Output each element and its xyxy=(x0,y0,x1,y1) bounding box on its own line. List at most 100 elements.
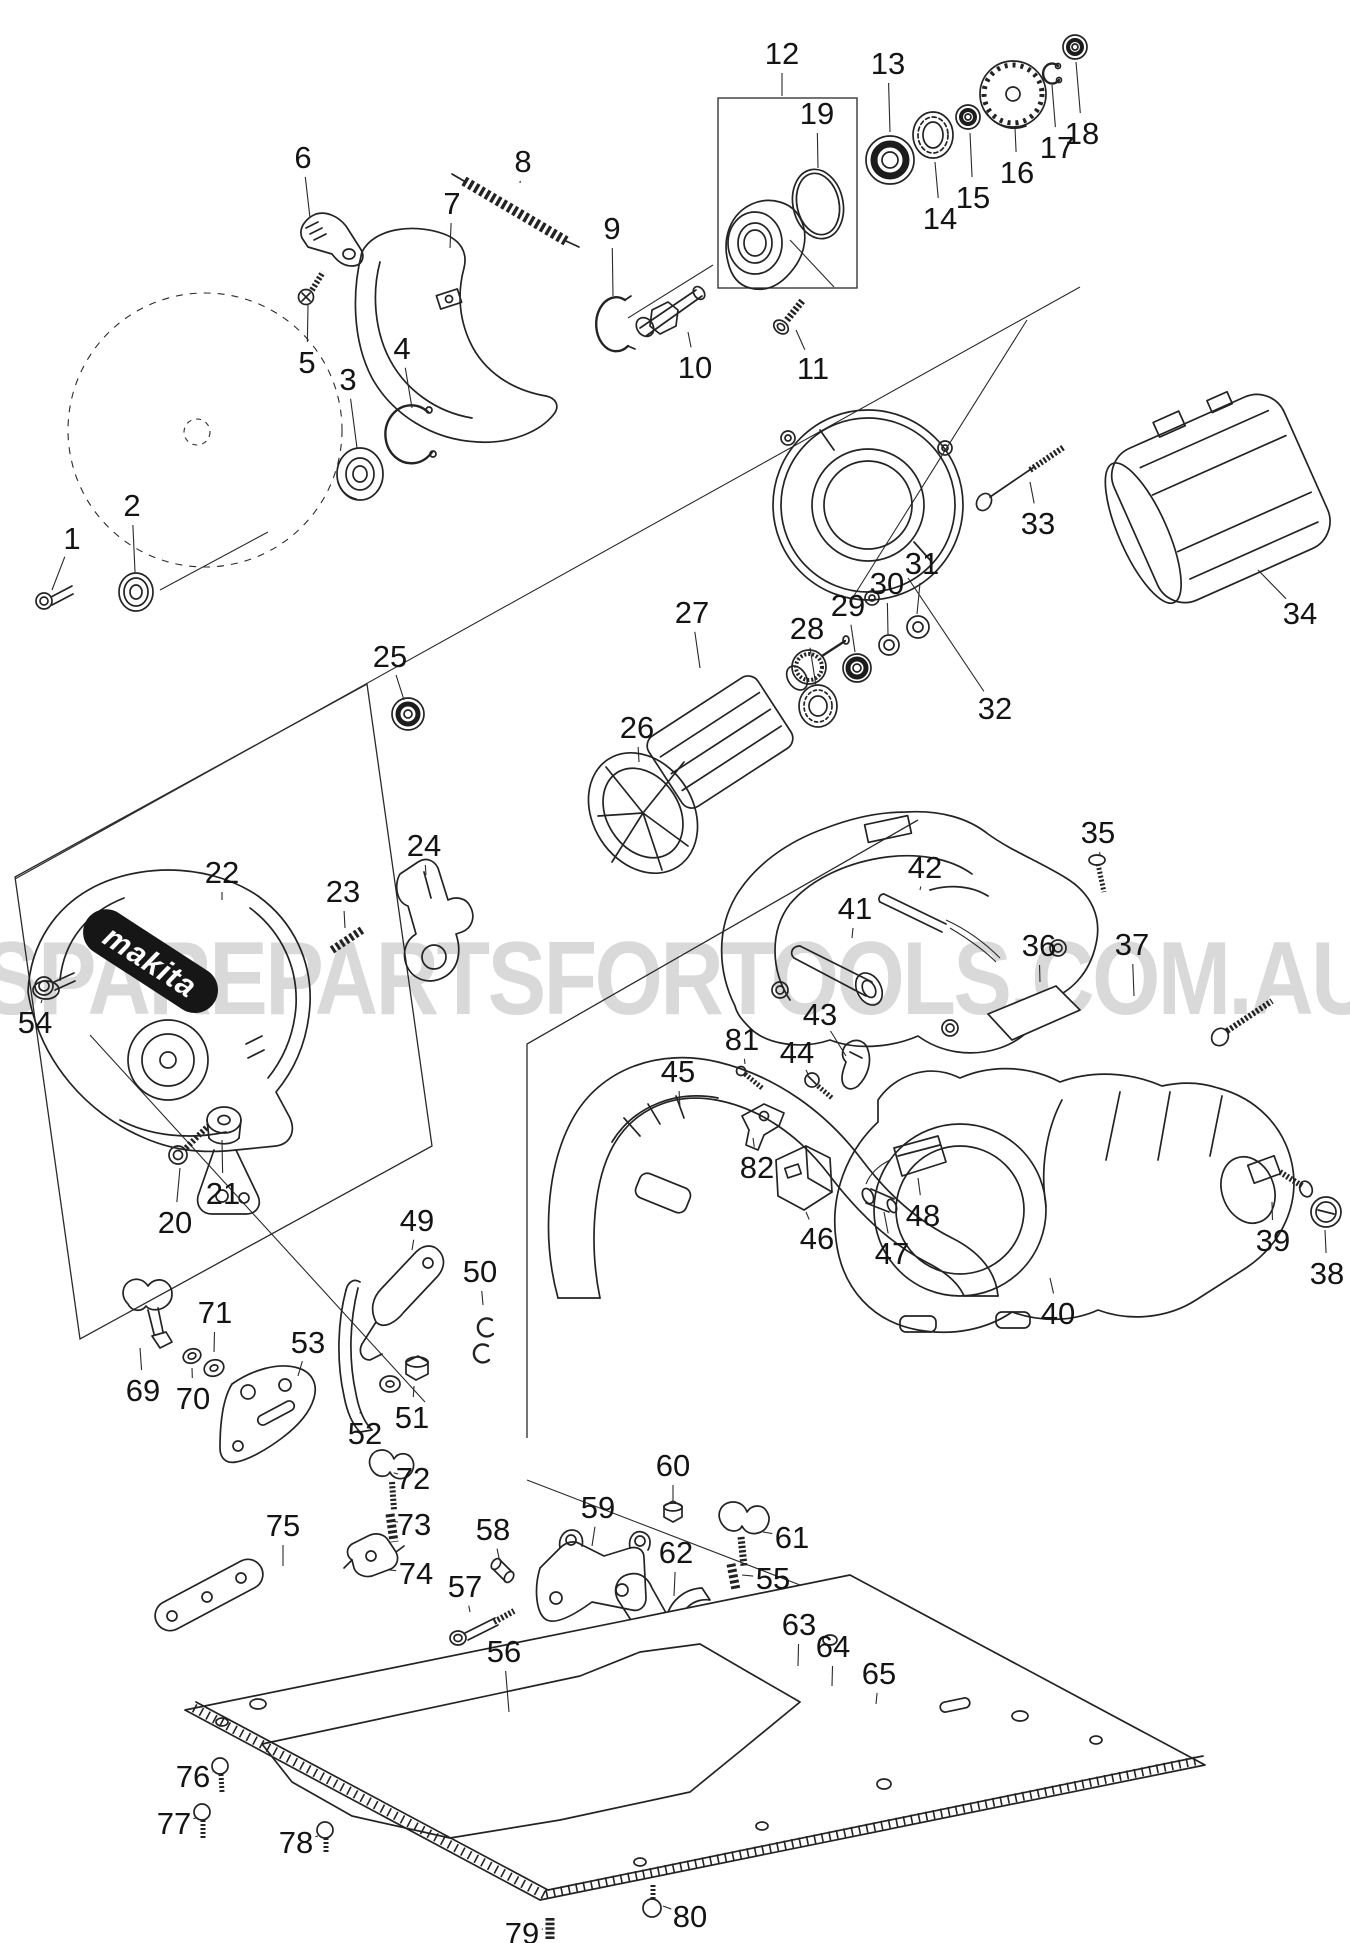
part-leader-71 xyxy=(213,1331,216,1353)
part-leader-2 xyxy=(132,524,136,573)
part-label-45: 45 xyxy=(661,1054,695,1089)
bearing-box-32 xyxy=(772,409,964,606)
part-leader-43 xyxy=(830,1030,847,1057)
wave-washer-14 xyxy=(912,111,954,159)
part-label-41: 41 xyxy=(838,891,872,926)
spring-23 xyxy=(329,926,365,954)
part-label-3: 3 xyxy=(339,362,356,397)
part-label-65: 65 xyxy=(862,1656,896,1691)
part-label-60: 60 xyxy=(656,1448,690,1483)
wing-screw-61 xyxy=(718,1501,770,1567)
part-label-12: 12 xyxy=(765,36,799,71)
part-leader-7 xyxy=(449,222,452,249)
part-label-69: 69 xyxy=(126,1373,160,1408)
part-leader-17 xyxy=(1051,84,1056,128)
washer-70 xyxy=(182,1347,202,1365)
nut-60 xyxy=(663,1500,683,1523)
bearing-25 xyxy=(391,697,425,731)
part-label-80: 80 xyxy=(673,1899,707,1934)
part-label-77: 77 xyxy=(157,1806,191,1841)
part-label-18: 18 xyxy=(1065,116,1099,151)
bearing-retainer-12 xyxy=(725,199,806,291)
part-leader-42 xyxy=(919,886,922,891)
washer-31 xyxy=(906,615,930,639)
part-leader-3 xyxy=(350,398,358,449)
part-label-29: 29 xyxy=(831,588,865,623)
part-leader-37 xyxy=(1132,963,1135,997)
part-leader-82 xyxy=(752,1137,755,1148)
part-label-7: 7 xyxy=(443,186,460,221)
part-label-28: 28 xyxy=(790,611,824,646)
part-label-27: 27 xyxy=(675,595,709,630)
part-leader-64 xyxy=(831,1665,834,1687)
motor-housing-40 xyxy=(833,1067,1295,1334)
part-leader-48 xyxy=(917,1177,921,1196)
part-leader-54 xyxy=(40,999,43,1004)
nut-washer-51 xyxy=(379,1355,429,1393)
gear-16 xyxy=(979,60,1047,129)
part-leader-80 xyxy=(662,1905,672,1910)
part-label-10: 10 xyxy=(678,350,712,385)
part-leader-62 xyxy=(673,1571,676,1597)
link-plate-75 xyxy=(154,1558,264,1632)
washer-71 xyxy=(203,1358,225,1378)
washer-30 xyxy=(878,634,900,656)
screw-80 xyxy=(642,1884,662,1918)
part-label-75: 75 xyxy=(266,1508,300,1543)
part-leader-19 xyxy=(816,132,819,169)
part-leader-31 xyxy=(916,582,921,615)
part-leader-55 xyxy=(741,1574,754,1577)
part-label-79: 79 xyxy=(505,1916,539,1943)
lever-6 xyxy=(300,212,364,267)
part-label-43: 43 xyxy=(803,997,837,1032)
part-label-73: 73 xyxy=(397,1507,431,1542)
screw-81 xyxy=(735,1065,764,1090)
watermark-text: SPAREPARTSFORTOOLS.COM.AU xyxy=(0,921,1350,1037)
spring-8 xyxy=(451,173,580,248)
brush-cap-38 xyxy=(1310,1196,1342,1228)
flange-bolt-54 xyxy=(32,972,76,1000)
part-label-4: 4 xyxy=(393,331,410,366)
part-label-16: 16 xyxy=(1000,155,1034,190)
part-leader-69 xyxy=(139,1347,143,1371)
lever-49 xyxy=(359,1245,445,1361)
part-leader-57 xyxy=(468,1605,471,1613)
part-leader-61 xyxy=(762,1531,773,1535)
screw-20 xyxy=(168,1123,211,1165)
part-leader-14 xyxy=(934,161,939,199)
part-leader-49 xyxy=(411,1239,415,1251)
handle-45 xyxy=(547,1056,999,1299)
part-leader-23 xyxy=(343,910,346,929)
part-leader-24 xyxy=(424,864,427,876)
bearing-18 xyxy=(1062,34,1088,60)
part-label-33: 33 xyxy=(1021,506,1055,541)
outer-flange-2 xyxy=(118,572,154,612)
flat-washer-28 xyxy=(798,684,838,728)
part-label-63: 63 xyxy=(782,1607,816,1642)
part-leader-72 xyxy=(393,1472,399,1475)
screw-37 xyxy=(1210,998,1274,1047)
part-label-11: 11 xyxy=(797,351,829,386)
part-leader-74 xyxy=(389,1569,397,1572)
part-label-13: 13 xyxy=(871,46,905,81)
part-label-24: 24 xyxy=(407,828,441,863)
part-label-20: 20 xyxy=(158,1205,192,1240)
part-label-47: 47 xyxy=(875,1236,909,1271)
angle-plate-53 xyxy=(219,1365,317,1464)
part-leader-18 xyxy=(1075,61,1081,114)
spindle-10 xyxy=(635,285,706,338)
part-label-30: 30 xyxy=(870,566,904,601)
part-label-35: 35 xyxy=(1081,815,1115,850)
blade-guard-7 xyxy=(354,227,558,444)
part-label-5: 5 xyxy=(298,345,315,380)
part-leader-9 xyxy=(611,247,614,297)
part-leader-46 xyxy=(805,1211,810,1220)
e-ring-17 xyxy=(1041,62,1063,85)
spacer-21 xyxy=(206,1106,242,1145)
label-sheet-36 xyxy=(987,985,1081,1041)
part-label-74: 74 xyxy=(399,1556,433,1591)
part-label-81: 81 xyxy=(725,1022,759,1057)
screw-44 xyxy=(804,1072,834,1100)
part-label-21: 21 xyxy=(206,1176,240,1211)
